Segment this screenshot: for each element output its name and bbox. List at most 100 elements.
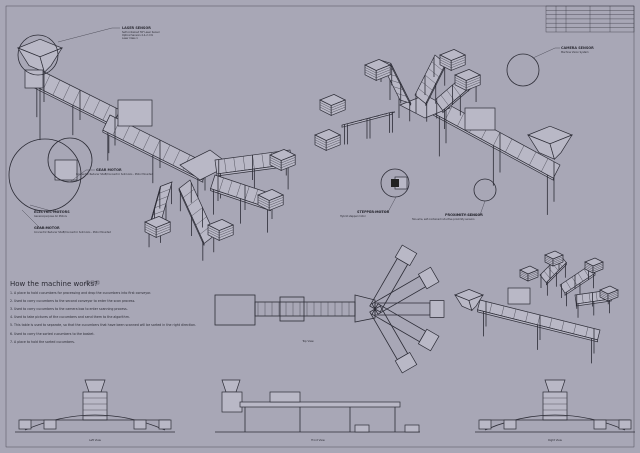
svg-text:Concentric Reducer Shaft/Conce: Concentric Reducer Shaft/Concentric Soli… — [76, 173, 153, 176]
conveyor-roller — [585, 326, 589, 337]
front-basket — [404, 424, 420, 433]
basket-slat — [451, 59, 466, 66]
stepper-motor-shape — [391, 179, 399, 187]
basket-slat — [269, 199, 284, 206]
basket-slat — [584, 266, 594, 272]
callout-stepper-motor: STEPPER MOTOR Hybrid stepper motor — [340, 210, 390, 218]
front-camera-box — [269, 391, 301, 403]
top-basket — [394, 351, 418, 374]
top-view-label: Top View — [302, 339, 314, 343]
front-feed-frame — [221, 391, 243, 413]
conveyor-roller — [440, 94, 449, 106]
isometric-machine-left — [17, 38, 297, 261]
elev-basket — [478, 419, 492, 430]
basket-slat — [466, 79, 481, 86]
elev-hopper — [544, 379, 566, 393]
top-hopper — [214, 294, 256, 326]
basket-slat — [466, 77, 481, 84]
conveyor-roller — [418, 88, 430, 98]
svg-text:GEAR MOTOR: GEAR MOTOR — [96, 168, 122, 172]
basket-slat — [364, 67, 377, 74]
basket-slat — [592, 263, 604, 268]
conveyor-roller — [588, 292, 591, 302]
top-branch-conveyor — [371, 303, 427, 343]
conveyor-roller — [62, 84, 71, 101]
conveyor-roller — [233, 157, 236, 172]
basket-slat — [144, 228, 157, 235]
conveyor-roller — [218, 177, 224, 192]
front-view-drawing — [215, 379, 420, 433]
front-conveyor — [239, 401, 401, 408]
basket-slat — [314, 139, 327, 146]
elev-basket — [43, 419, 57, 430]
basket-slat — [607, 294, 619, 300]
basket-slat — [281, 157, 296, 164]
basket-slat — [439, 61, 452, 68]
basket-slat — [257, 197, 270, 204]
basket-slat — [552, 258, 564, 263]
basket-slat — [592, 265, 604, 270]
basket-slat — [466, 81, 481, 88]
conveyor-roller — [158, 188, 171, 194]
camera-box — [117, 99, 153, 127]
basket-slat — [584, 263, 594, 268]
detail-proximity-sensor — [473, 178, 497, 202]
svg-text:Optical Sensors 4 & 2 mm: Optical Sensors 4 & 2 mm — [122, 34, 154, 37]
conveyor-roller — [162, 144, 171, 161]
conveyor-roller — [253, 189, 259, 203]
conveyor-roller — [493, 132, 501, 146]
conveyor-roller — [424, 74, 436, 84]
title-block — [545, 5, 635, 33]
front-hopper — [221, 379, 241, 393]
basket-slat — [364, 69, 377, 76]
conveyor-roller — [543, 270, 551, 279]
basket-slat — [269, 157, 282, 164]
sorting-table — [399, 94, 451, 119]
basket-slat — [599, 293, 609, 298]
svg-text:STEPPER MOTOR: STEPPER MOTOR — [357, 210, 390, 214]
top-basket — [394, 244, 418, 267]
basket-slat — [544, 258, 554, 263]
basket-slat — [364, 71, 377, 78]
conveyor-roller — [261, 153, 264, 168]
how-step: 2. Used to carry cucumbers to the second… — [10, 299, 135, 303]
basket-slat — [519, 271, 529, 276]
basket-slat — [207, 231, 220, 238]
conveyor-roller — [505, 138, 513, 153]
top-view-drawing — [214, 244, 445, 374]
basket-slat — [219, 229, 234, 236]
how-step: 7. A place to hold the sorted cucumbers. — [10, 340, 75, 344]
basket-slat — [331, 102, 346, 109]
svg-text:Laser Class 1: Laser Class 1 — [122, 37, 138, 40]
callout-proximity-sensor: PROXIMITY SENSOR Two-wire, self-containe… — [412, 213, 483, 221]
basket-slat — [331, 104, 346, 111]
detail-laser-sensor — [17, 34, 59, 76]
conveyor-roller — [561, 320, 565, 331]
basket-slat — [269, 197, 284, 204]
top-branch-conveyor — [374, 302, 431, 316]
conveyor-roller — [501, 305, 505, 316]
top-camera-box — [279, 296, 305, 322]
elev-branch-arc — [484, 414, 626, 431]
basket-slat — [527, 274, 539, 280]
top-sorter — [354, 294, 376, 323]
basket-slat — [454, 79, 467, 86]
basket-slat — [319, 106, 332, 113]
basket-slat — [207, 229, 220, 236]
basket-slat — [326, 137, 341, 144]
right-view-drawing — [475, 379, 635, 433]
conveyor-roller — [52, 79, 61, 96]
conveyor-roller — [577, 272, 584, 282]
basket-slat — [156, 224, 171, 231]
basket-slat — [454, 81, 467, 88]
conveyor-roller — [431, 61, 443, 71]
basket-slat — [281, 161, 296, 168]
svg-text:Concentric Reducer Shaft/Conce: Concentric Reducer Shaft/Concentric Soli… — [34, 231, 111, 234]
conveyor-roller — [122, 124, 131, 141]
basket-slat — [376, 69, 391, 76]
basket-slat — [269, 159, 282, 166]
conveyor-roller — [573, 323, 577, 334]
isometric-machine-small — [454, 250, 619, 364]
electric-motor — [54, 159, 78, 181]
